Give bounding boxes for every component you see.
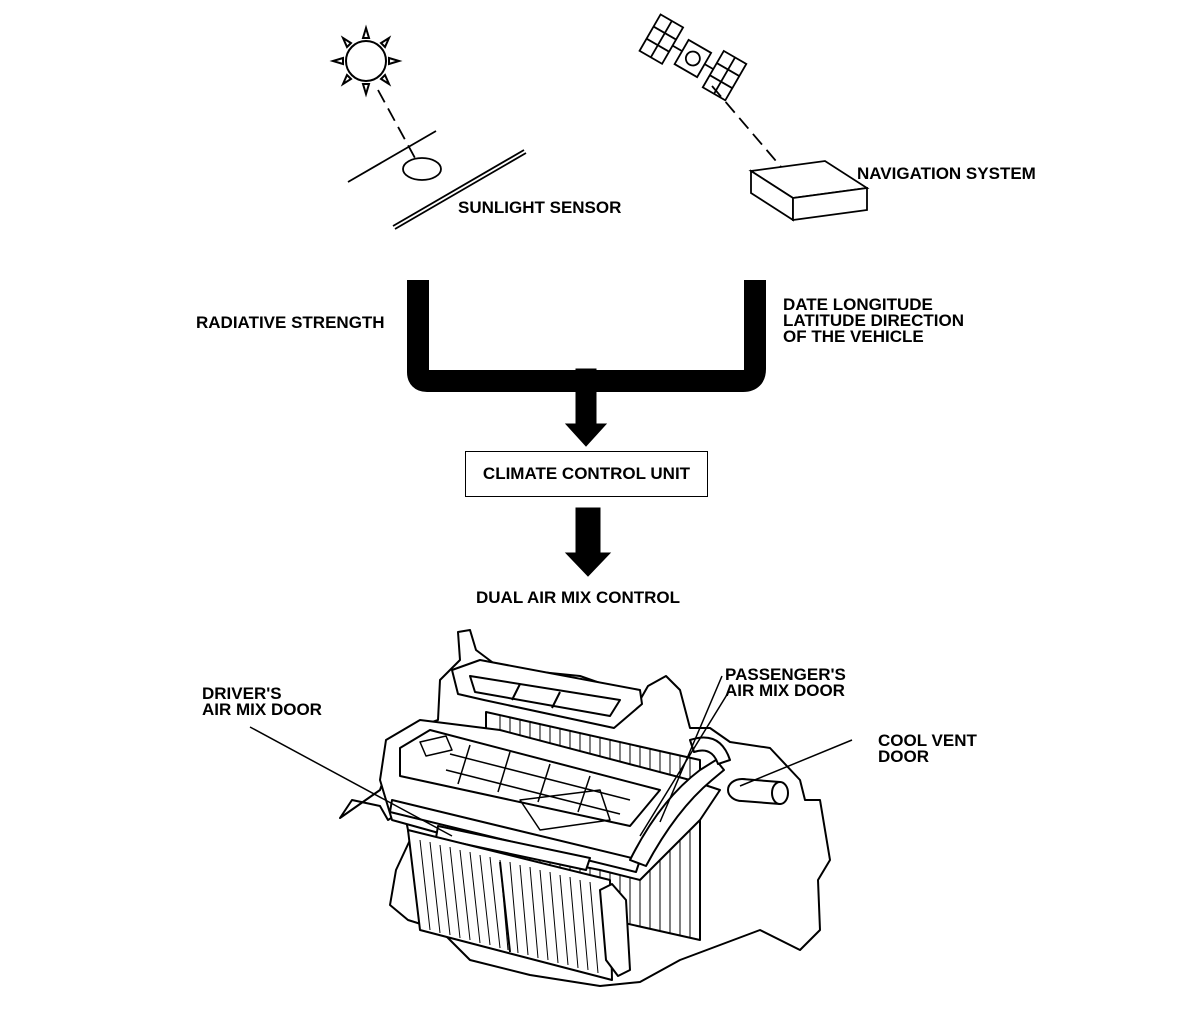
cool-vent-door-label: COOL VENT DOOR	[878, 731, 977, 766]
drivers-air-mix-door-label: DRIVER'S AIR MIX DOOR	[202, 684, 322, 719]
satellite-icon	[638, 13, 748, 102]
sunlight-sensor-icon	[347, 130, 527, 230]
dual-air-mix-control-label: DUAL AIR MIX CONTROL	[476, 588, 680, 607]
navigation-system-label: NAVIGATION SYSTEM	[857, 164, 1036, 183]
sunlight-sensor-label: SUNLIGHT SENSOR	[458, 198, 622, 217]
radiative-strength-label: RADIATIVE STRENGTH	[196, 313, 385, 332]
navigation-unit-icon	[748, 160, 870, 222]
climate-control-unit-box: CLIMATE CONTROL UNIT	[465, 451, 708, 497]
date-location-label: DATE LONGITUDE LATITUDE DIRECTION OF THE…	[783, 295, 965, 346]
climate-control-unit-label: CLIMATE CONTROL UNIT	[482, 464, 691, 483]
flow-arrows	[407, 280, 766, 577]
sun-icon	[329, 24, 403, 98]
leader-lines	[249, 675, 853, 837]
heater-unit-illustration	[339, 629, 831, 987]
sun-ray-line	[377, 89, 416, 159]
satellite-signal-line	[711, 85, 783, 169]
passengers-air-mix-door-label: PASSENGER'S AIR MIX DOOR	[725, 665, 846, 700]
